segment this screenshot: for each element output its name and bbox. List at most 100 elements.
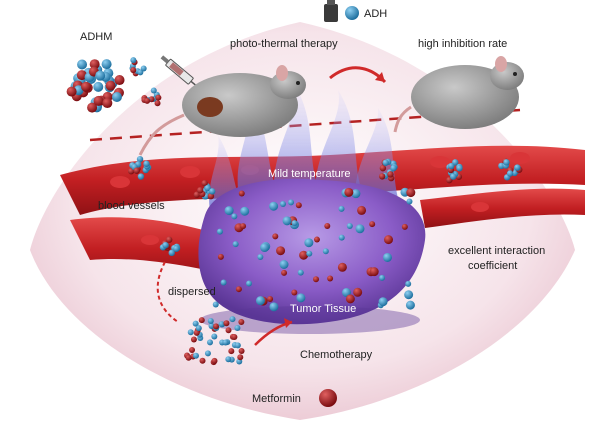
nanoparticle-icon — [231, 213, 238, 220]
nanoparticle-icon — [234, 342, 241, 349]
nanoparticle-icon — [338, 205, 345, 212]
nanoparticle-icon — [345, 6, 359, 20]
nanoparticle-icon — [218, 321, 225, 328]
nanoparticle-icon — [405, 280, 412, 287]
nanoparticle-icon — [130, 67, 137, 74]
arrow-head — [284, 318, 292, 328]
interaction-label-line2: coefficient — [468, 260, 517, 272]
nanoparticle-icon — [66, 86, 77, 97]
mouse-icon — [393, 56, 524, 133]
nanoparticle-icon — [276, 246, 286, 256]
nanoparticle-icon — [313, 236, 320, 243]
nanoparticle-icon — [224, 206, 234, 216]
nanoparticle-icon — [223, 320, 230, 327]
mild-temperature-label: Mild temperature — [268, 168, 351, 180]
nanoparticle-icon — [137, 173, 145, 180]
nanoparticle-icon — [220, 279, 227, 286]
nanoparticle-icon — [514, 164, 521, 171]
nanoparticle-icon — [327, 275, 334, 282]
nanoparticle-icon — [93, 95, 104, 106]
nanoparticle-icon — [269, 201, 279, 211]
nanoparticle-icon — [173, 245, 180, 252]
nanoparticle-icon — [390, 164, 397, 172]
nanoparticle-icon — [207, 339, 214, 346]
nanoparticle-icon — [217, 253, 224, 260]
nanoparticle-icon — [235, 286, 242, 293]
nanoparticle-icon — [144, 97, 151, 104]
nanoparticle-icon — [382, 252, 392, 262]
nanoparticle-icon — [351, 189, 361, 199]
nanoparticle-icon — [378, 173, 386, 180]
tumor-icon — [198, 178, 426, 334]
nanoparticle-icon — [240, 223, 247, 230]
nanoparticle-icon — [405, 300, 415, 310]
nanoparticle-icon — [137, 69, 144, 76]
nanoparticle-icon — [211, 333, 218, 340]
nanoparticle-icon — [313, 276, 320, 283]
nanoparticle-icon — [130, 57, 137, 64]
nanoparticle-icon — [231, 333, 238, 340]
nanoparticle-icon — [369, 267, 379, 277]
nanoparticle-icon — [383, 235, 393, 245]
nanoparticle-icon — [193, 191, 200, 198]
dispersed-particles — [184, 316, 245, 366]
nanoparticle-icon — [282, 216, 292, 226]
nanoparticle-icon — [66, 57, 523, 257]
nanoparticle-icon — [237, 354, 244, 361]
nanoparticle-icon — [503, 159, 510, 166]
nanoparticle-icon — [238, 319, 245, 326]
nanoparticle-icon — [229, 316, 236, 323]
nanoparticle-icon — [299, 250, 309, 260]
nanoparticle-icon — [238, 348, 245, 355]
nanoparticle-icon — [168, 249, 175, 257]
nanoparticle-icon — [257, 254, 264, 261]
nanoparticle-icon — [93, 81, 104, 92]
nanoparticle-icon — [114, 75, 125, 86]
nanoparticle-icon — [105, 80, 116, 91]
nanoparticle-icon — [382, 159, 389, 166]
nanoparticle-icon — [255, 296, 265, 306]
nanoparticle-icon — [95, 70, 106, 81]
nanoparticle-icon — [201, 180, 208, 187]
nanoparticle-icon — [225, 356, 232, 363]
nanoparticle-icon — [187, 329, 194, 336]
nanoparticle-icon — [306, 250, 313, 257]
nanoparticle-icon — [154, 100, 161, 107]
nanoparticle-icon — [379, 164, 387, 172]
nanoparticle-icon — [89, 59, 100, 70]
nanoparticle-icon — [101, 59, 112, 70]
photothermal-label: photo-thermal therapy — [230, 38, 338, 50]
nanoparticle-icon — [269, 302, 279, 312]
nanoparticle-icon — [209, 188, 216, 195]
nanoparticle-icon — [111, 92, 122, 103]
nanoparticle-icon — [337, 262, 347, 272]
nanoparticle-icon — [213, 323, 220, 330]
nanoparticle-icon — [197, 187, 204, 194]
nanoparticle-icon — [76, 70, 87, 81]
nanoparticle-icon — [338, 234, 345, 241]
nanoparticle-icon — [199, 357, 206, 364]
nanoparticle-icon — [260, 243, 270, 253]
nanoparticle-icon — [353, 287, 363, 297]
nanoparticle-icon — [378, 297, 388, 307]
nanoparticle-icon — [77, 59, 88, 70]
nanoparticle-icon — [272, 233, 279, 240]
nanoparticle-icon — [296, 293, 306, 303]
nanoparticle-icon — [267, 295, 274, 302]
nanoparticle-icon — [216, 228, 223, 235]
nanoparticle-icon — [450, 173, 457, 180]
nanoparticle-icon — [136, 155, 144, 163]
dispersed-label: dispersed — [168, 286, 216, 298]
adh-label: ADH — [364, 8, 387, 20]
nanoparticle-icon — [190, 336, 197, 343]
nanoparticle-icon — [211, 357, 218, 364]
nanoparticle-icon — [192, 352, 199, 359]
nanoparticle-icon — [87, 102, 98, 113]
nanoparticle-icon — [195, 325, 202, 332]
arrow-head — [375, 72, 385, 82]
nanoparticle-icon — [346, 223, 353, 230]
nanoparticle-icon — [295, 202, 302, 209]
nanoparticle-icon — [297, 269, 304, 276]
nanoparticle-icon — [291, 220, 298, 227]
